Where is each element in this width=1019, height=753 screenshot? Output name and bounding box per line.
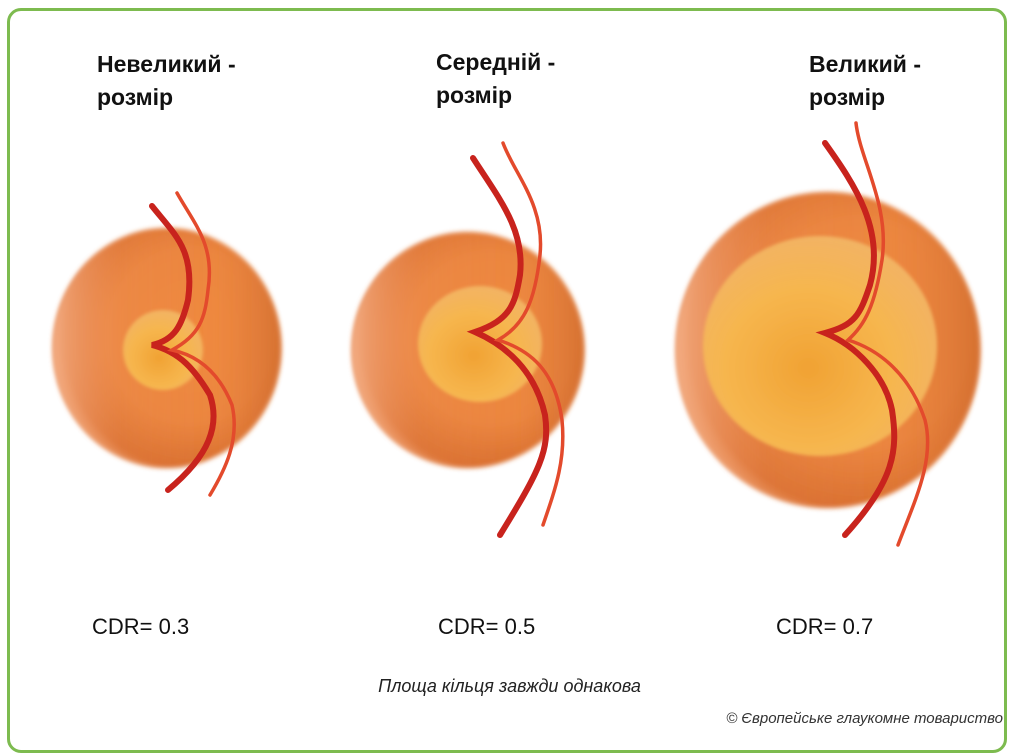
copyright-notice: © Європейське глаукомне товариство bbox=[726, 710, 1003, 727]
panel-large: Великий - розмір CDR= 0.7 bbox=[670, 0, 1000, 733]
cdr-value: CDR= 0.3 bbox=[92, 614, 189, 640]
optic-cup bbox=[418, 286, 542, 402]
panel-small: Невеликий - розмір CDR= 0.3 bbox=[0, 0, 330, 733]
panel-medium: Середній - розмір CDR= 0.5 bbox=[340, 0, 670, 733]
figure-caption: Площа кільця завжди однакова bbox=[0, 676, 1019, 697]
optic-cup bbox=[703, 236, 937, 456]
cdr-value: CDR= 0.5 bbox=[438, 614, 535, 640]
cdr-value: CDR= 0.7 bbox=[776, 614, 873, 640]
